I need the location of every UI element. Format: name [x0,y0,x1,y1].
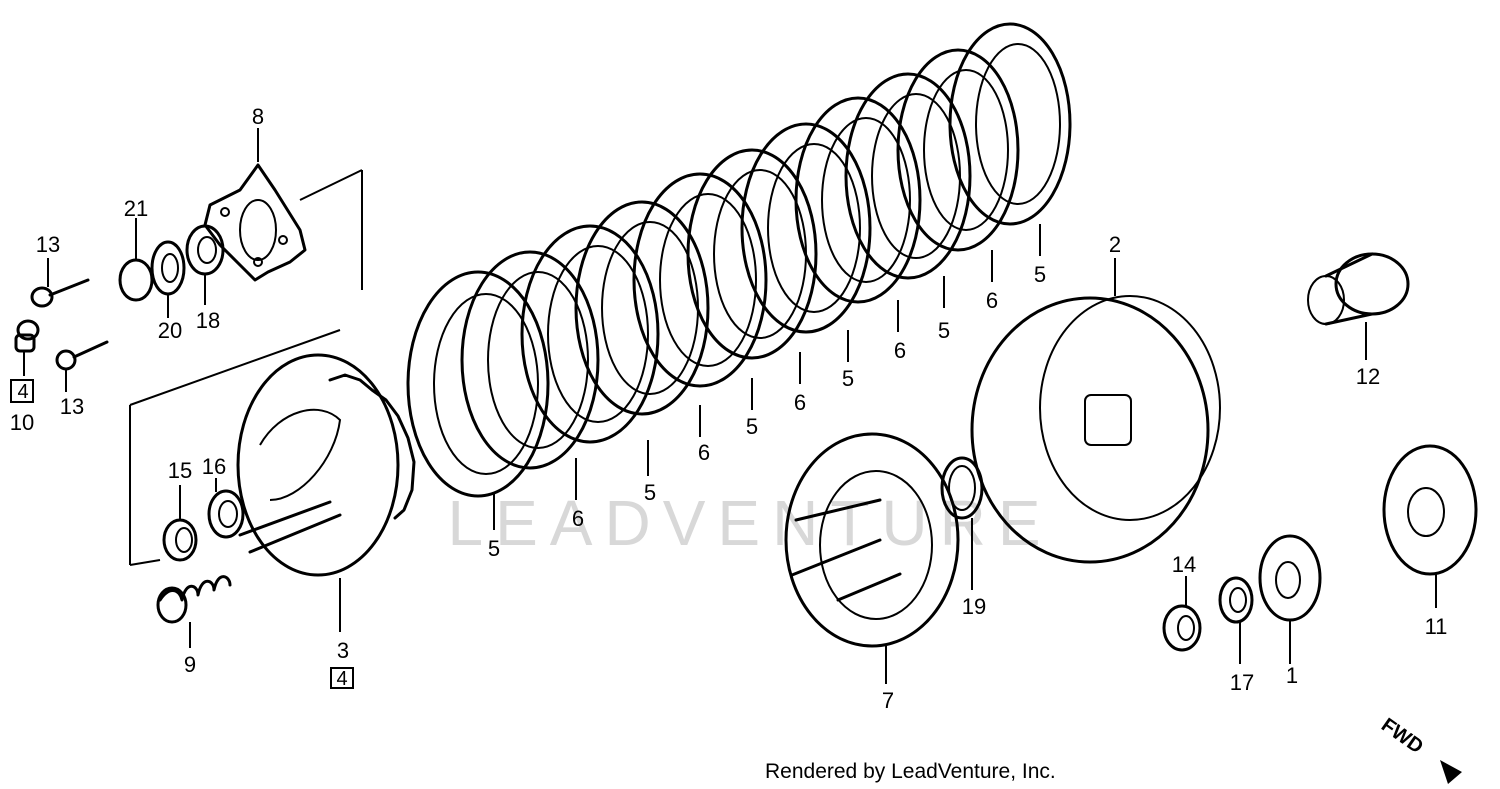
part-18-washer[interactable] [185,224,225,305]
part-2-clutch-outer[interactable] [970,258,1221,564]
callout-13a: 13 [36,232,60,257]
part-20-bearing[interactable] [150,240,186,318]
callout-5a: 5 [488,536,500,561]
callout-6a: 6 [572,506,584,531]
part-12-bushing[interactable] [1307,252,1410,360]
part-19-thrust-washer[interactable] [940,456,984,590]
part-13-bolt-lower[interactable] [55,340,109,392]
callout-17: 17 [1230,670,1254,695]
callout-5e: 5 [938,318,950,343]
callout-14: 14 [1172,552,1196,577]
part-16-washer[interactable] [207,478,245,539]
friction-disc-5d[interactable] [740,122,872,362]
part-13-bolt-upper[interactable] [30,258,90,308]
callout-13b: 13 [60,394,84,419]
callout-5d: 5 [842,366,854,391]
part-9-spring[interactable] [156,575,232,648]
clutch-plate-6a[interactable] [460,250,600,500]
callout-20: 20 [158,318,182,343]
credit-text: Rendered by LeadVenture, Inc. [765,760,1056,783]
callout-5c: 5 [746,414,758,439]
callout-10-box [10,379,34,403]
callout-1: 1 [1286,663,1298,688]
part-14-nut[interactable] [1162,576,1202,652]
friction-disc-5f[interactable] [948,22,1072,256]
forward-direction-arrow: FWD [1377,714,1462,784]
callout-16: 16 [202,454,226,479]
callout-10-sub: 4 [17,381,28,403]
callout-6d: 6 [894,338,906,363]
callout-2: 2 [1109,232,1121,257]
callout-10: 10 [10,410,34,435]
callout-3-sub: 4 [336,668,347,690]
part-3-pressure-plate[interactable] [236,353,416,689]
part-17-washer[interactable] [1218,576,1254,664]
callout-12: 12 [1356,364,1380,389]
part-15-nut[interactable] [162,485,198,562]
callout-7: 7 [882,688,894,713]
callout-6e: 6 [986,288,998,313]
callout-19: 19 [962,594,986,619]
fwd-label: FWD [1377,714,1427,758]
callout-8: 8 [252,104,264,129]
callout-3: 3 [337,638,349,663]
clutch-plate-6d[interactable] [794,96,922,332]
callout-labels: 1 2 3 4 5 5 5 5 5 5 6 6 6 6 6 7 8 9 4 10… [10,104,1448,713]
arrow-head-icon [1440,760,1462,784]
bracket-frame [129,169,363,566]
part-7-clutch-center[interactable] [784,432,960,684]
callout-21: 21 [124,196,148,221]
callout-6c: 6 [794,390,806,415]
callout-9: 9 [184,652,196,677]
part-1-primary-gear[interactable] [1258,534,1322,664]
part-8-lifter-plate[interactable] [203,128,307,282]
friction-disc-5c[interactable] [632,172,768,410]
callout-6b: 6 [698,440,710,465]
friction-disc-5b[interactable] [520,224,660,476]
friction-disc-5a[interactable] [406,270,550,530]
callout-11: 11 [1425,614,1448,639]
callout-18: 18 [196,308,220,333]
part-11-gear[interactable] [1382,444,1478,608]
watermark-text: LEADVENTURE [448,487,1053,559]
callout-15: 15 [168,458,192,483]
callout-5f: 5 [1034,262,1046,287]
callout-5b: 5 [644,480,656,505]
part-21-snap-ring[interactable] [118,218,154,302]
clutch-plate-6e[interactable] [896,48,1020,282]
part-10-pin[interactable] [14,319,40,376]
